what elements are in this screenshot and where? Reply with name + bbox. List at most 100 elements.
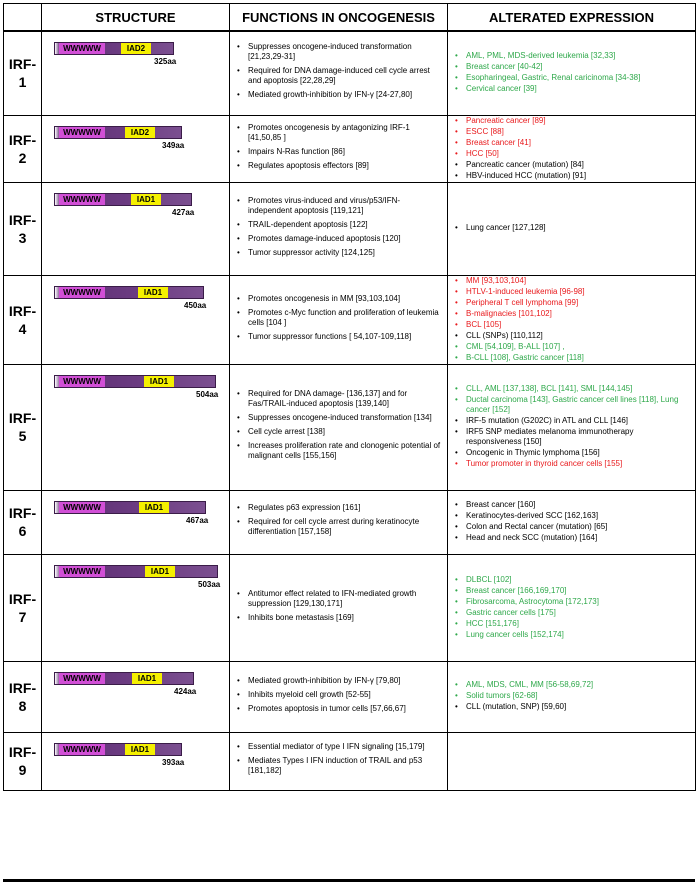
table-row: IRF-6WWWWWIAD1467aaRegulates p63 express… [3,489,696,555]
functions-list: Antitumor effect related to IFN-mediated… [230,589,447,623]
function-item: Mediated growth-inhibition by IFN-γ [24-… [230,90,443,100]
function-item: Mediates Types I IFN induction of TRAIL … [230,756,443,776]
tryptophan-repeat-domain: WWWWW [59,126,105,138]
irf-name-part: 7 [18,608,27,625]
expression-item: Breast cancer [160] [448,500,691,510]
expression-item: Head and neck SCC (mutation) [164] [448,533,691,543]
irf-name-part: IRF- [8,302,37,319]
expression-item: Pancreatic cancer [89] [448,116,691,126]
table-row: IRF-8WWWWWIAD1424aaMediated growth-inhib… [3,660,696,733]
irf-name: IRF-7 [3,553,42,662]
irf-name: IRF-4 [3,274,42,365]
expression-item: Tumor promoter in thyroid cancer cells [… [448,459,691,469]
functions-cell: Required for DNA damage- [136,137] and f… [229,363,448,491]
table-row: IRF-1WWWWWIAD2325aaSuppresses oncogene-i… [3,30,696,116]
expression-item: Keratinocytes-derived SCC [162,163] [448,511,691,521]
expression-list: DLBCL [102]Breast cancer [166,169,170]Fi… [448,575,695,640]
expression-list: CLL, AML [137,138], BCL [141], SML [144,… [448,384,695,469]
tryptophan-repeat-domain: WWWWW [59,375,105,387]
expression-item: MM [93,103,104] [448,276,691,286]
function-item: Promotes damage-induced apoptosis [120] [230,234,443,244]
table-row: IRF-2 WWWWW IAD2 349aa Promotes oncogenesis … [3,114,696,183]
functions-list: Essential mediator of type I IFN signali… [230,742,447,776]
function-item: Required for cell cycle arrest during ke… [230,517,443,537]
function-item: Suppresses oncogene-induced transformati… [230,42,443,62]
iad-domain: IAD2 [121,43,151,54]
expression-item: CML [54,109], B-ALL [107] , [448,342,691,352]
function-item: Required for DNA damage-induced cell cyc… [230,66,443,86]
expression-cell: AML, PML, MDS-derived leukemia [32,33]Br… [447,30,696,116]
functions-cell: Mediated growth-inhibition by IFN-γ [79,… [229,660,448,733]
table-body: IRF-1WWWWWIAD2325aaSuppresses oncogene-i… [3,30,696,791]
expression-cell: DLBCL [102]Breast cancer [166,169,170]Fi… [447,553,696,662]
functions-list: Promotes virus-induced and virus/p53/IFN… [230,196,447,258]
function-item: Promotes apoptosis in tumor cells [57,66… [230,704,443,714]
irf-name-part: 3 [18,229,27,246]
header-expression: ALTERATED EXPRESSION [447,3,696,32]
irf-name-part: IRF- [8,131,37,148]
expression-item: Esopharingeal, Gastric, Renal caricinoma… [448,73,691,83]
expression-item: CLL (SNPs) [110,112] [448,331,691,341]
header-row: STRUCTURE FUNCTIONS IN ONCOGENESIS ALTER… [3,3,696,32]
expression-list: Pancreatic cancer [89]ESCC [88]Breast ca… [448,116,695,181]
protein-length-label: 503aa [198,579,221,589]
function-item: Tumor suppressor activity [124,125] [230,248,443,258]
function-item: Required for DNA damage- [136,137] and f… [230,389,443,409]
iad-domain: IAD1 [139,501,169,513]
expression-item: B-malignacies [101,102] [448,309,691,319]
function-item: Inhibits bone metastasis [169] [230,613,443,623]
function-item: Promotes oncogenesis by antagonizing IRF… [230,123,443,143]
expression-cell: MM [93,103,104]HTLV-1-induced leukemia [… [447,274,696,365]
expression-item: Colon and Rectal cancer (mutation) [65] [448,522,691,532]
expression-item: DLBCL [102] [448,575,691,585]
expression-item: Gastric cancer cells [175] [448,608,691,618]
irf-name-part: IRF- [8,590,37,607]
table-row: IRF-4WWWWWIAD1450aaPromotes oncogenesis … [3,274,696,365]
function-item: Suppresses oncogene-induced transformati… [230,413,443,423]
protein-domain-bar: WWWWW IAD2 [54,125,182,139]
protein-length-label: 504aa [196,389,219,399]
expression-item: Peripheral T cell lymphoma [99] [448,298,691,308]
irf-name: IRF-8 [3,660,42,733]
expression-list: Lung cancer [127,128] [448,223,695,233]
expression-cell: Breast cancer [160]Keratinocytes-derived… [447,489,696,555]
functions-list: Promotes oncogenesis by antagonizing IRF… [230,123,447,171]
header-name [3,3,42,32]
function-item: Promotes virus-induced and virus/p53/IFN… [230,196,443,216]
functions-cell: Promotes oncogenesis by antagonizing IRF… [229,114,448,183]
function-item: Impairs N-Ras function [86] [230,147,443,157]
expression-item: IRF-5 mutation (G202C) in ATL and CLL [1… [448,416,691,426]
function-item: Cell cycle arrest [138] [230,427,443,437]
expression-item: Pancreatic cancer (mutation) [84] [448,160,691,170]
functions-list: Mediated growth-inhibition by IFN-γ [79,… [230,676,447,714]
structure-cell: WWWWW IAD2 349aa [41,114,230,183]
expression-list: AML, PML, MDS-derived leukemia [32,33]Br… [448,51,695,94]
irf-name-part: IRF- [8,505,37,521]
tryptophan-repeat-domain: WWWWW [59,286,105,298]
protein-length-label: 427aa [172,207,195,217]
function-item: Increases proliferation rate and clonoge… [230,441,443,461]
irf-name: IRF-2 [3,114,42,183]
expression-item: CLL (mutation, SNP) [59,60] [448,702,691,712]
expression-item: HTLV-1-induced leukemia [96-98] [448,287,691,297]
protein-length-label: 349aa [162,140,185,150]
functions-cell: Promotes virus-induced and virus/p53/IFN… [229,181,448,276]
expression-item: HCC [50] [448,149,691,159]
functions-list: Regulates p63 expression [161] Required f… [230,503,447,537]
iad-domain: IAD2 [125,126,155,138]
function-item: Regulates p63 expression [161] [230,503,443,513]
expression-item: Oncogenic in Thymic lymphoma [156] [448,448,691,458]
expression-item: Cervical cancer [39] [448,84,691,94]
function-item: Promotes oncogenesis in MM [93,103,104] [230,294,443,304]
function-item: Antitumor effect related to IFN-mediated… [230,589,443,609]
iad-domain: IAD1 [125,743,155,755]
expression-item: BCL [105] [448,320,691,330]
